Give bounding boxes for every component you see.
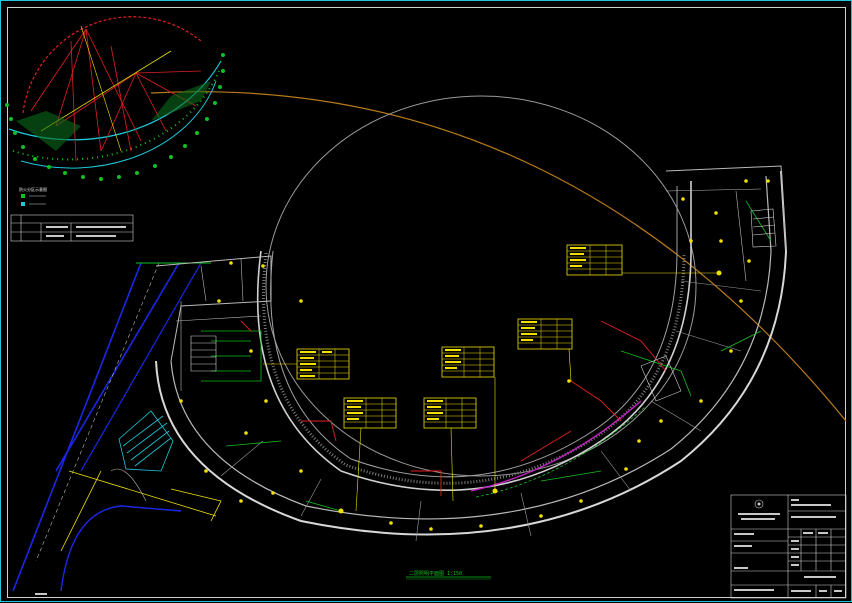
panel-schedule-1 [263,348,350,380]
panel-schedules [263,244,719,512]
notes-table [10,214,134,242]
main-plan-title: 二层照明平面图 1:150 [409,571,462,577]
site-boundary-arc [150,91,847,422]
seal-icon [754,499,764,509]
keyplan-legend: 防火分区示意图 [19,186,47,206]
panel-schedule-4 [441,346,496,491]
road-lines [12,262,222,592]
panel-schedule-6 [566,244,719,276]
sheet-note [35,593,47,595]
panel-schedule-2 [343,397,397,512]
stair-block [118,410,174,472]
building-plan [155,165,788,542]
panel-schedule-3 [423,397,477,502]
title-block-text [734,499,842,592]
plan-title-block: 二层照明平面图 1:150 [406,571,491,580]
keyplan-legend-title: 防火分区示意图 [19,186,47,192]
key-plan [5,16,225,181]
title-block [730,494,847,599]
inner-border [7,7,846,598]
panel-schedule-5 [517,318,573,382]
central-court-outline [265,95,697,477]
